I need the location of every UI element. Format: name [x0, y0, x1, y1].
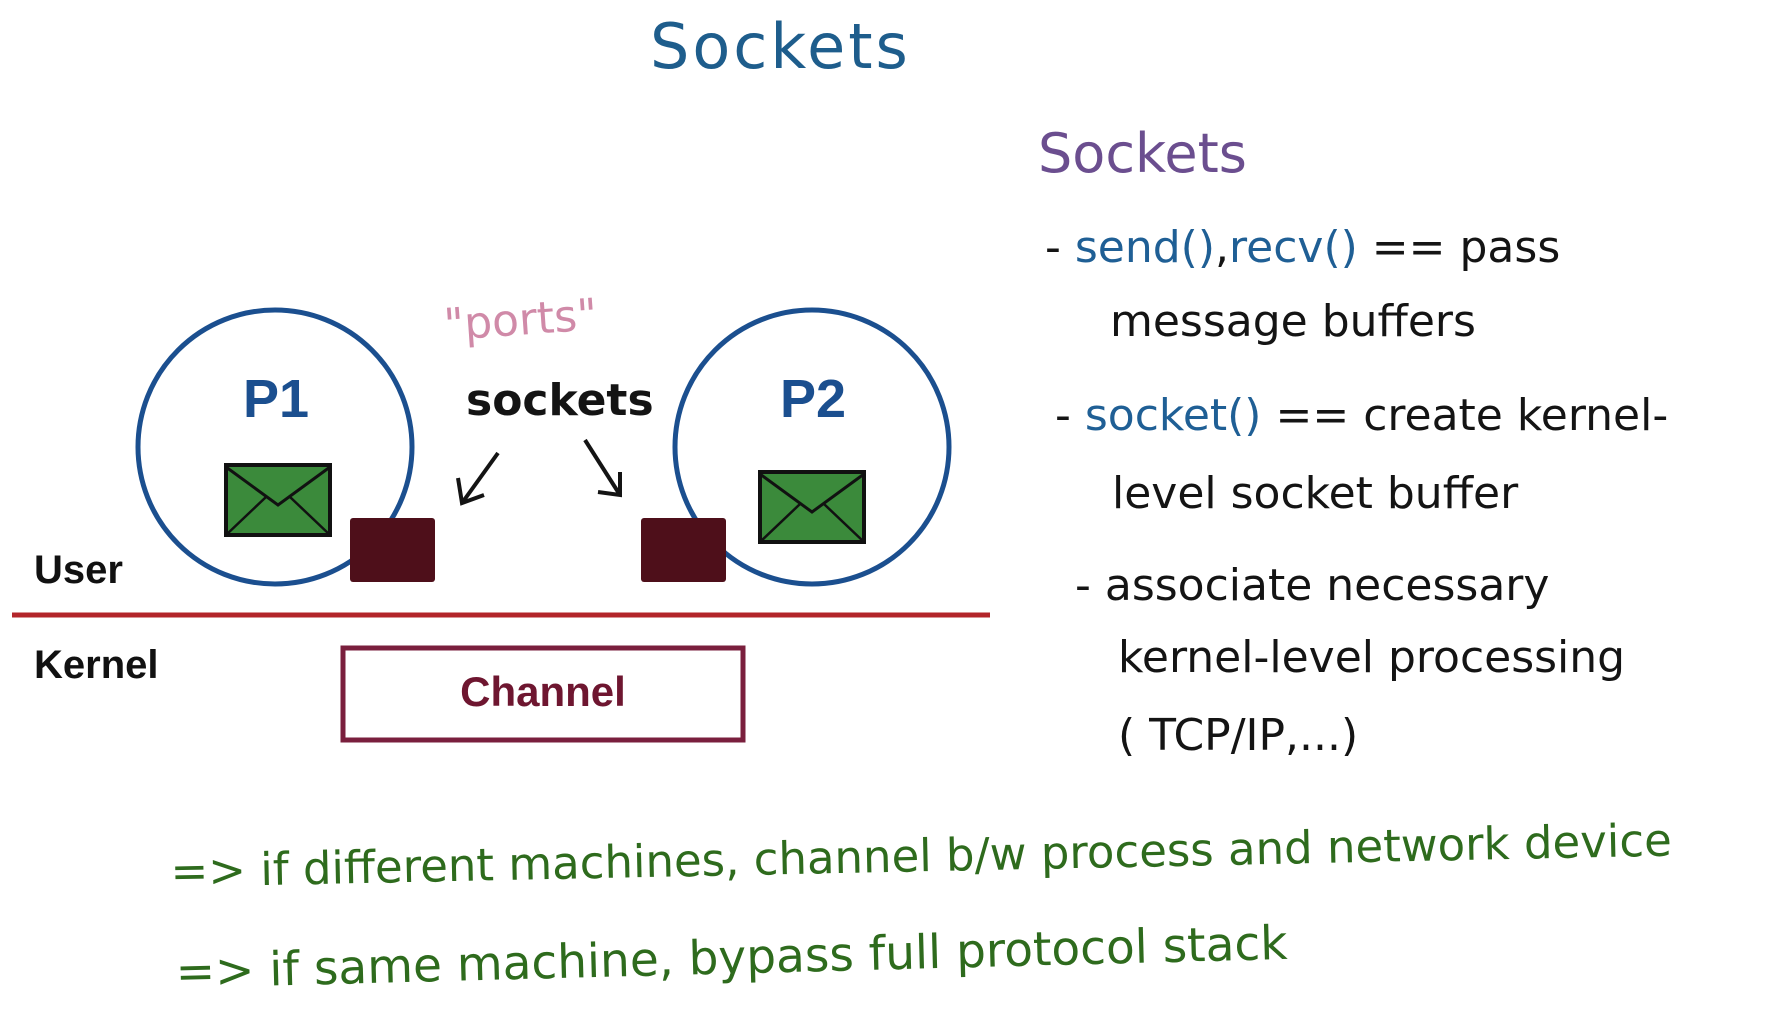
process-p1-circle: [135, 307, 415, 587]
note-item-1-comma: ,: [1215, 222, 1230, 273]
note-item-3-line-1: - associate necessary: [1075, 560, 1550, 611]
note-item-1-rest: == pass: [1357, 222, 1561, 273]
arrow-to-socket-p1: [456, 451, 500, 506]
sockets-label: sockets: [466, 375, 654, 426]
channel-label: Channel: [460, 668, 626, 715]
note-item-3-line-3: ( TCP/IP,...): [1118, 710, 1359, 761]
note-item-2-prefix: -: [1055, 390, 1085, 441]
note-item-1-line-2: message buffers: [1110, 296, 1476, 347]
process-p2-circle: [672, 307, 952, 587]
arrow-to-socket-p2: [583, 438, 622, 498]
note-item-1-prefix: -: [1045, 222, 1075, 273]
p1-label: P1: [243, 369, 309, 429]
envelope-icon-p1: [224, 463, 332, 537]
envelope-icon-p2: [758, 470, 866, 544]
note-item-3-line-2: kernel-level processing: [1118, 632, 1626, 683]
ports-label: "ports": [442, 289, 599, 351]
send-call: send(): [1074, 222, 1216, 273]
p2-label: P2: [780, 369, 846, 429]
notes-heading: Sockets: [1038, 122, 1247, 185]
note-item-2-rest: == create kernel-: [1261, 390, 1669, 441]
note-item-2-line-2: level socket buffer: [1112, 468, 1519, 519]
page-title: Sockets: [650, 10, 911, 83]
socket-call: socket(): [1084, 390, 1262, 441]
note-item-1-line-1: - send(),recv() == pass: [1045, 222, 1560, 273]
channel-box: [340, 645, 746, 743]
user-label: User: [34, 548, 123, 592]
note-item-2-line-1: - socket() == create kernel-: [1055, 390, 1668, 441]
socket-box-p2: [641, 518, 726, 582]
recv-call: recv(): [1229, 222, 1358, 273]
kernel-label: Kernel: [34, 643, 159, 687]
socket-box-p1: [350, 518, 435, 582]
